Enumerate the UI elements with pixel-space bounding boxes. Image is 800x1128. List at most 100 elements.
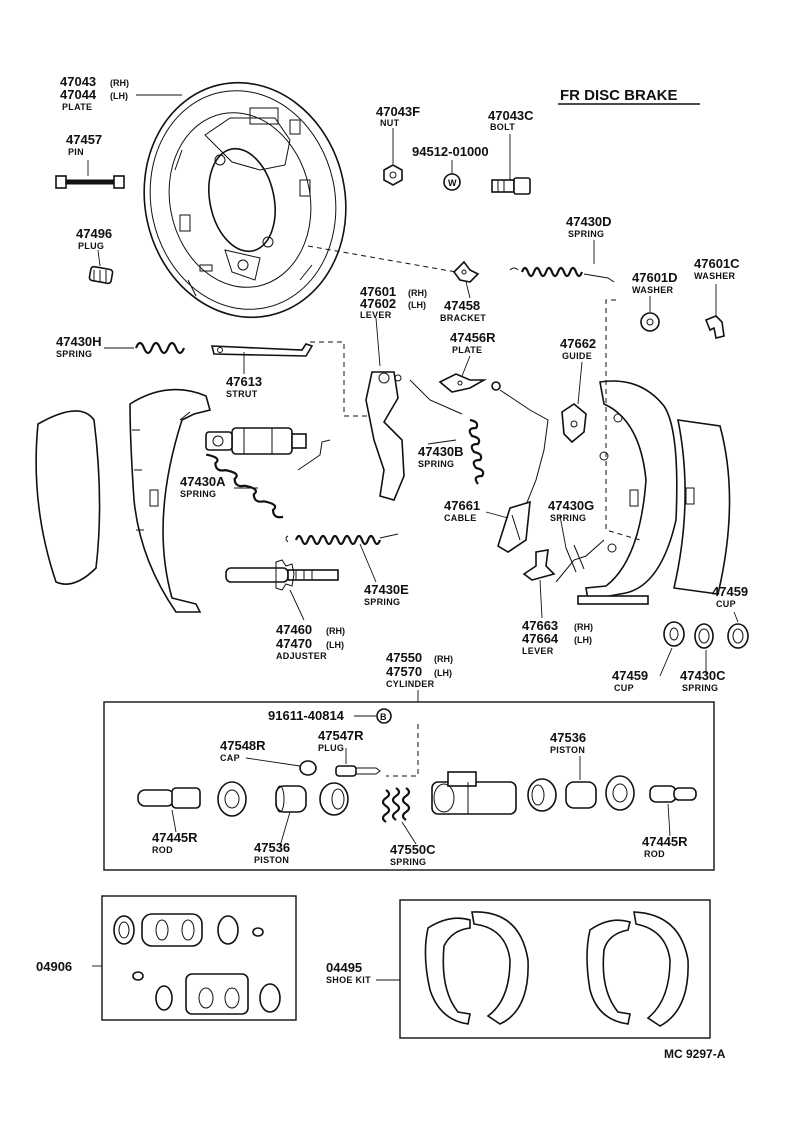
label-strut: 47613 STRUT <box>226 374 262 399</box>
plate-bracket-dash <box>307 245 457 273</box>
part-number: 47456R <box>450 330 496 345</box>
part-number: 47430E <box>364 582 409 597</box>
shoe-kit-parts-drawing <box>424 911 689 1027</box>
strut-dash <box>310 341 368 417</box>
label-lever-47601: 47601 (RH) 47602 (LH) LEVER <box>360 284 427 320</box>
adjuster-drawing <box>225 559 339 591</box>
part-number: 47601 <box>360 284 396 299</box>
boot-left-drawing <box>217 781 247 817</box>
label-spring-h: 47430H SPRING <box>56 334 102 359</box>
part-name: CUP <box>716 599 736 609</box>
spring-47430b-drawing <box>409 379 485 485</box>
washer-dash <box>605 299 641 541</box>
label-spring-g: 47430G SPRING <box>548 498 594 523</box>
part-name: WASHER <box>632 285 674 295</box>
bolt-badge-circle <box>376 708 392 724</box>
pin-drawing <box>55 175 125 189</box>
label-shoe-kit: 04495 SHOE KIT <box>326 960 371 985</box>
part-name: PLUG <box>318 743 344 753</box>
part-name: SPRING <box>180 489 216 499</box>
label-cup-top: 47459 CUP <box>712 584 748 609</box>
label-lever-47663: 47663 (RH) 47664 (LH) LEVER <box>522 618 593 656</box>
part-name: STRUT <box>226 389 258 399</box>
part-number: 47570 <box>386 664 422 679</box>
label-spring-c: 47430C SPRING <box>680 668 726 693</box>
label-plate: 47043 (RH) 47044 (LH) PLATE <box>60 74 129 112</box>
piston-right-drawing <box>565 781 597 809</box>
part-number: 47536 <box>550 730 586 745</box>
shoe-kit-box <box>399 899 711 1039</box>
plate-47456r-drawing <box>438 373 501 393</box>
plug-47547r-drawing <box>335 765 381 777</box>
part-name: PLATE <box>62 102 92 112</box>
label-nut: 47043F NUT <box>376 104 420 128</box>
svg-text:W: W <box>448 178 457 188</box>
part-suffix: (LH) <box>434 668 452 678</box>
part-number: 47460 <box>276 622 312 637</box>
part-name: SPRING <box>418 459 454 469</box>
part-name: PISTON <box>550 745 585 755</box>
cable-47661-drawing <box>497 389 549 553</box>
title-text: FR DISC BRAKE <box>560 87 678 104</box>
part-number: 47470 <box>276 636 312 651</box>
part-name: WASHER <box>694 271 736 281</box>
part-number: 04906 <box>36 959 72 974</box>
cup-right-drawing <box>527 778 557 812</box>
part-number: 47550C <box>390 842 436 857</box>
washer-47601c-drawing <box>704 315 725 339</box>
part-suffix: (LH) <box>326 640 344 650</box>
bracket-47458-drawing <box>452 260 480 283</box>
part-name: SPRING <box>682 683 718 693</box>
label-plate-r: 47456R PLATE <box>450 330 496 355</box>
part-number: 47430B <box>418 444 464 459</box>
kit-04906-box <box>101 895 297 1021</box>
part-name: BOLT <box>490 122 515 132</box>
part-number: 47663 <box>522 618 558 633</box>
part-suffix: (RH) <box>110 78 129 88</box>
cylinder-box <box>103 701 715 871</box>
part-number: 47664 <box>522 631 559 646</box>
cup-47459-drawing <box>663 621 685 647</box>
label-bolt-91611: 91611-40814 B <box>268 708 392 724</box>
part-number: 47601C <box>694 256 740 271</box>
kit-04906-parts-drawing <box>113 913 281 1015</box>
label-washer-c: 47601C WASHER <box>694 256 740 281</box>
part-number: 47550 <box>386 650 422 665</box>
backing-plate-drawing <box>143 81 347 319</box>
part-suffix: (RH) <box>326 626 345 636</box>
part-number: 47043C <box>488 108 534 123</box>
label-bolt: 47043C BOLT <box>488 108 534 132</box>
part-name: SHOE KIT <box>326 975 371 985</box>
drawing-code: MC 9297-A <box>664 1047 726 1061</box>
strut-drawing <box>210 343 314 357</box>
part-suffix: (RH) <box>574 622 593 632</box>
label-cup-bottom: 47459 CUP <box>612 668 648 693</box>
leader-lines <box>87 94 739 847</box>
lever-47663-drawing <box>522 549 556 581</box>
part-number: 47430A <box>180 474 226 489</box>
part-name: PLUG <box>78 241 104 251</box>
spring-47430e-drawing <box>285 533 399 546</box>
part-name: ADJUSTER <box>276 651 327 661</box>
label-piston-left: 47536 PISTON <box>254 840 290 865</box>
wheel-cylinder-body-drawing <box>431 771 517 815</box>
part-name: ROD <box>644 849 665 859</box>
part-name: PIN <box>68 147 84 157</box>
part-name: CUP <box>614 683 634 693</box>
spring-47430a-drawing <box>205 439 331 519</box>
label-spring-b: 47430B SPRING <box>418 444 464 469</box>
spring-47430c-drawing <box>694 623 749 649</box>
part-number: 47601D <box>632 270 678 285</box>
guide-47662-drawing <box>561 403 587 444</box>
part-number: 47661 <box>444 498 480 513</box>
label-cap: 47548R CAP <box>220 738 266 763</box>
spring-47430d-drawing <box>509 266 615 283</box>
part-number: 47430D <box>566 214 612 229</box>
part-number: 47445R <box>152 830 198 845</box>
label-spring-a: 47430A SPRING <box>180 474 226 499</box>
part-number: 47430H <box>56 334 102 349</box>
part-name: GUIDE <box>562 351 592 361</box>
label-kit-04906: 04906 <box>36 959 72 974</box>
part-number: 91611-40814 <box>268 708 345 723</box>
part-name: ROD <box>152 845 173 855</box>
